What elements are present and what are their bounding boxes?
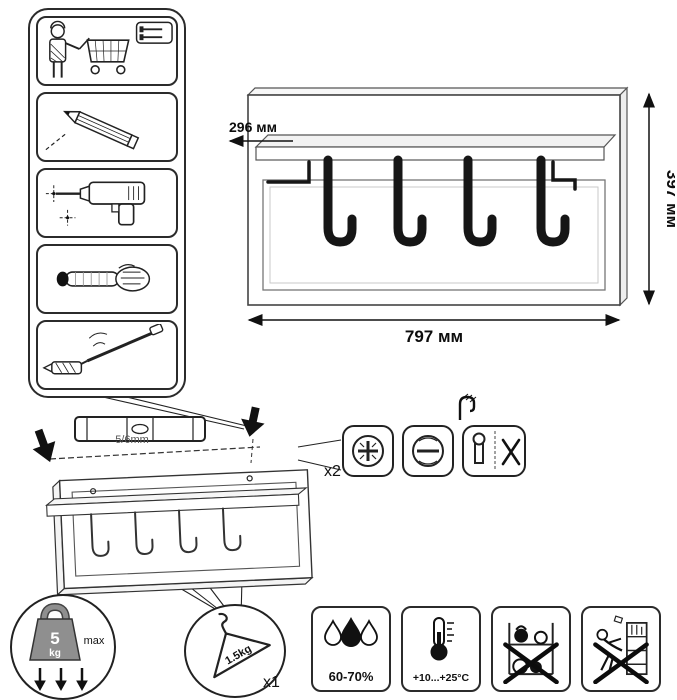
anchor-screw-icon xyxy=(42,324,164,375)
product-dimension-view: 296 мм 797 мм 397 мм xyxy=(228,86,675,346)
step-purchase-parts xyxy=(36,16,178,86)
tools-panel xyxy=(28,8,186,398)
wall-bracket-icon xyxy=(458,393,477,420)
drill-icon xyxy=(45,181,146,226)
max-load-qualifier: max xyxy=(84,635,105,647)
press-arrow-top-icon xyxy=(241,406,265,437)
no-heavy-objects-box xyxy=(491,606,571,692)
fasteners-quantity-label: x2 xyxy=(324,463,341,480)
mounting-axis-line xyxy=(49,446,261,460)
dimension-width: 797 мм xyxy=(247,314,621,346)
step-mount-screws xyxy=(36,320,178,390)
water-drops-icon xyxy=(324,617,378,647)
cross-out-icon xyxy=(593,642,649,684)
keyhole-bracket-icon xyxy=(472,431,521,471)
weight-icon: 5 kg max xyxy=(29,602,105,692)
pencil-marking-icon xyxy=(45,110,140,151)
dimension-height: 397 мм xyxy=(643,92,675,306)
keyhole-bracket-box xyxy=(462,425,526,477)
height-dimension-label: 397 мм xyxy=(663,170,675,228)
fastener-box-2 xyxy=(402,425,454,477)
spirit-level-icon xyxy=(74,416,206,442)
drill-size-label: 5/6mm xyxy=(115,434,149,446)
temperature-condition-box: +10...+25°C xyxy=(401,606,481,692)
humidity-condition-box: 60-70% xyxy=(311,606,391,692)
cross-out-icon xyxy=(501,438,521,466)
width-dimension-label: 797 мм xyxy=(405,327,463,346)
cross-out-icon xyxy=(503,642,559,684)
rack-outline xyxy=(45,469,314,597)
step-mark-positions xyxy=(36,92,178,162)
installation-diagram: 5/6mm xyxy=(32,406,314,597)
step-insert-dowels xyxy=(36,244,178,314)
euro-screw-icon xyxy=(352,435,384,467)
slotted-screw-icon xyxy=(412,435,444,467)
press-arrow-left-icon xyxy=(32,428,56,463)
no-heavy-objects-icon xyxy=(503,622,559,684)
max-load-badge: 5 kg max xyxy=(10,594,116,700)
per-hook-quantity-label: x1 xyxy=(263,674,280,691)
dimension-depth: 296 мм xyxy=(228,119,293,147)
thermometer-icon xyxy=(430,617,454,661)
max-load-unit: kg xyxy=(49,648,61,659)
per-hook-load-badge: 1.5kg x1 xyxy=(184,604,286,698)
wall-panel xyxy=(246,86,629,307)
coat-hooks xyxy=(266,155,577,247)
down-arrows-icon xyxy=(34,668,88,692)
step-drill-holes xyxy=(36,168,178,238)
no-climbing-icon xyxy=(593,615,649,684)
depth-dimension-label: 296 мм xyxy=(229,119,277,135)
person-shopping-cart-icon xyxy=(49,20,173,78)
temperature-range-label: +10...+25°C xyxy=(412,672,470,684)
coat-hanger-icon: 1.5kg x1 xyxy=(213,612,280,691)
shelf xyxy=(254,134,617,161)
fastener-box-1 xyxy=(342,425,394,477)
dowel-insert-icon xyxy=(56,264,151,292)
max-load-value: 5 xyxy=(50,629,59,648)
no-climbing-box xyxy=(581,606,661,692)
humidity-range-label: 60-70% xyxy=(328,669,374,684)
mounting-hardware-callout: x2 xyxy=(320,393,535,505)
